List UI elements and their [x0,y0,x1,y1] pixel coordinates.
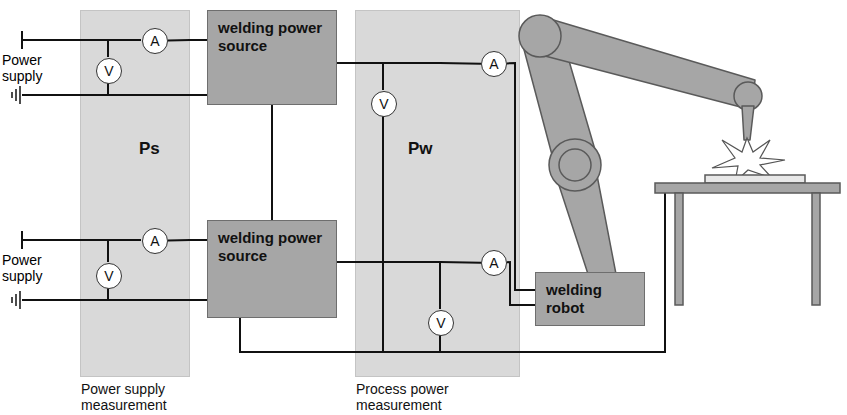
band-symbol: Pw [408,139,468,159]
box-label: welding power source [218,19,326,55]
meter-wire [439,335,441,352]
meter-symbol: V [104,269,113,283]
voltmeter: V [371,91,397,117]
voltmeter: V [96,58,122,84]
meter-symbol: A [489,57,498,71]
power-source-box: welding power source [207,220,337,318]
power-source-box: welding power source [207,10,337,105]
meter-wire [107,40,109,57]
meter-symbol: A [150,234,159,248]
ground-symbol [19,86,21,104]
ground-symbol [11,297,13,303]
ammeter: A [481,250,507,276]
ground-wire [22,299,207,301]
ground-symbol [15,294,17,306]
workpiece [705,175,805,183]
supply-label: Power supply [2,252,72,284]
ammeter: A [481,51,507,77]
wire-connector [271,105,273,220]
ground-wire [22,94,207,96]
meter-symbol: V [104,64,113,78]
meter-wire [107,288,109,300]
welding-torch [742,106,754,140]
band-symbol: Ps [139,139,199,159]
supply-wire [22,239,141,241]
meter-wire [439,262,441,309]
meter-symbol: A [489,256,498,270]
robot-box: welding robot [535,272,645,326]
robot-joint [559,149,591,181]
robot-forearm [540,16,755,110]
robot-joint [519,15,561,57]
meter-symbol: V [379,97,388,111]
measurement-band: PsPower supply measurementAVAV [80,10,190,377]
voltmeter: V [96,263,122,289]
meter-symbol: A [150,34,159,48]
robot-joint [549,139,601,191]
ammeter: A [142,28,168,54]
meter-wire [107,83,109,95]
meter-wire [382,116,384,352]
box-label: welding robot [546,281,634,317]
supply-label: Power supply [2,52,72,84]
band-caption: Power supply measurement [81,381,221,413]
meter-symbol: V [436,316,445,330]
meter-wire [382,63,384,90]
welding-table [655,183,840,193]
ground-symbol [15,89,17,101]
ground-symbol [11,92,13,98]
table-leg [675,193,683,305]
ammeter: A [142,228,168,254]
measurement-band: PwProcess power measurementAVAV [355,10,520,377]
voltmeter: V [428,310,454,336]
supply-wire [22,39,141,41]
ground-symbol [19,291,21,309]
box-label: welding power source [218,229,326,265]
band-caption: Process power measurement [356,381,531,413]
meter-wire [107,240,109,262]
table-leg [812,193,820,305]
